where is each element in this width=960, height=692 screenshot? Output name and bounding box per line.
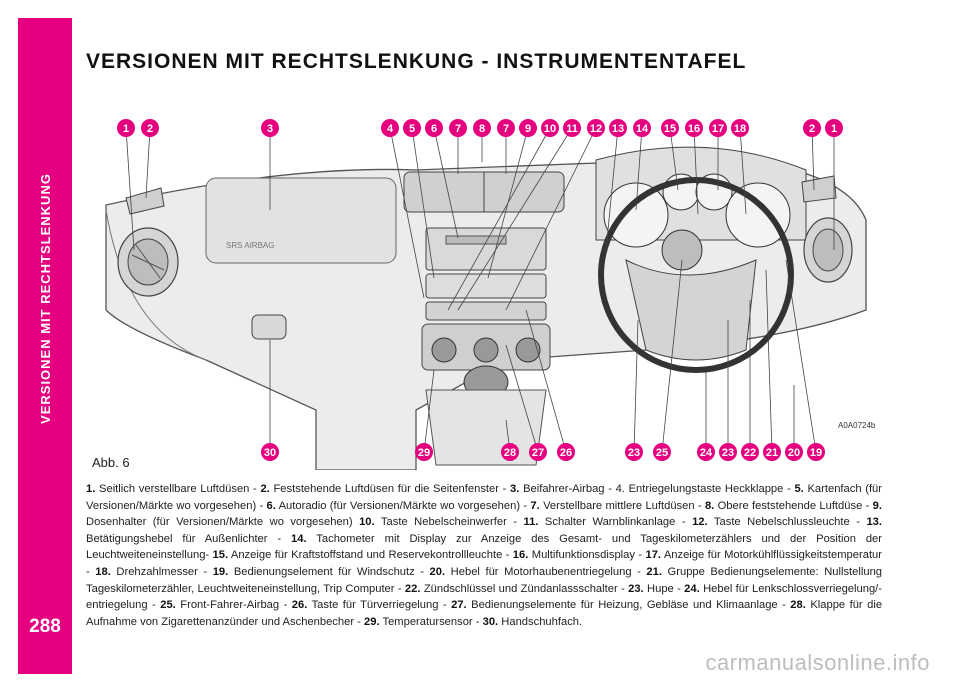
callout-label: 22 (744, 447, 756, 459)
callout-label: 1 (831, 123, 837, 135)
callout-marker (661, 119, 679, 137)
callout-label: 8 (479, 123, 485, 135)
chapter-title-text: VERSIONEN MIT RECHTSLENKUNG (37, 172, 53, 424)
callout-marker (763, 443, 781, 461)
callout-marker (741, 443, 759, 461)
speedometer (603, 182, 669, 248)
callout-label: 7 (503, 123, 509, 135)
callout-marker (709, 119, 727, 137)
passenger-airbag-panel (205, 177, 397, 264)
callout-label: 10 (544, 123, 556, 135)
callout-marker (519, 119, 537, 137)
callout-marker (473, 119, 491, 137)
callout-label: 5 (409, 123, 415, 135)
callout-marker (731, 119, 749, 137)
callout-marker (633, 119, 651, 137)
chapter-title: VERSIONEN MIT RECHTSLENKUNG (18, 18, 72, 578)
callout-marker (697, 443, 715, 461)
callout-marker (497, 119, 515, 137)
callout-marker (117, 119, 135, 137)
callout-label: 19 (810, 447, 822, 459)
glovebox-handle (251, 314, 287, 340)
airbag-label: SRS AIRBAG (226, 241, 274, 250)
callout-marker (685, 119, 703, 137)
callout-label: 15 (664, 123, 676, 135)
callout-label: 7 (455, 123, 461, 135)
callout-label: 28 (504, 447, 516, 459)
chapter-sidebar (18, 18, 72, 674)
callout-label: 17 (712, 123, 724, 135)
callout-marker (261, 119, 279, 137)
callout-marker (141, 119, 159, 137)
callout-label: 6 (431, 123, 437, 135)
callout-label: 24 (700, 447, 713, 459)
callout-label: 20 (788, 447, 800, 459)
callout-marker (563, 119, 581, 137)
callouts-top: 1 2 3 4 5 6 7 8 7 9 10 11 12 13 14 15 16… (117, 119, 843, 137)
callout-marker (415, 443, 433, 461)
figure-caption: 1. Seitlich verstellbare Luftdüsen - 2. … (86, 483, 883, 628)
steering-hub (661, 229, 703, 271)
callout-marker (803, 119, 821, 137)
callout-marker (807, 443, 825, 461)
callout-label: 12 (590, 123, 602, 135)
callout-marker (557, 443, 575, 461)
callouts-bottom: 30 29 28 27 26 23 25 24 23 22 21 20 19 (261, 443, 825, 461)
callout-label: 4 (387, 123, 394, 135)
callout-marker (625, 443, 643, 461)
callout-label: 30 (264, 447, 276, 459)
callout-marker (719, 443, 737, 461)
tachometer (725, 182, 791, 248)
callout-marker (381, 119, 399, 137)
callout-marker (609, 119, 627, 137)
switch-row (425, 301, 547, 321)
callout-label: 23 (722, 447, 734, 459)
callout-marker (425, 119, 443, 137)
callout-label: 1 (123, 123, 129, 135)
callout-marker (403, 119, 421, 137)
page-heading: VERSIONEN MIT RECHTSLENKUNG - INSTRUMENT… (86, 50, 747, 73)
figure-code: A0A0724b (838, 421, 876, 430)
callout-label: 3 (267, 123, 273, 135)
page-number: 288 (29, 616, 61, 637)
callout-label: 11 (566, 123, 578, 135)
callout-label: 21 (766, 447, 778, 459)
callout-marker (587, 119, 605, 137)
callout-label: 16 (688, 123, 700, 135)
callout-label: 25 (656, 447, 668, 459)
callout-label: 13 (612, 123, 624, 135)
callout-marker (501, 443, 519, 461)
callout-label: 2 (147, 123, 153, 135)
watermark: carmanualsonline.info (705, 650, 930, 675)
radio-unit (425, 227, 547, 271)
callout-marker (529, 443, 547, 461)
callout-label: 14 (636, 123, 649, 135)
callout-marker (653, 443, 671, 461)
callout-label: 2 (809, 123, 815, 135)
callout-marker (261, 443, 279, 461)
callout-label: 18 (734, 123, 746, 135)
callout-label: 9 (525, 123, 531, 135)
figure-label: Abb. 6 (92, 455, 130, 470)
dashboard-illustration: SRS AIRBAG (105, 119, 876, 470)
callout-marker (449, 119, 467, 137)
callout-label: 26 (560, 447, 572, 459)
callout-label: 23 (628, 447, 640, 459)
callout-marker (825, 119, 843, 137)
callout-label: 27 (532, 447, 544, 459)
callout-label: 29 (418, 447, 430, 459)
callout-marker (541, 119, 559, 137)
steering-wheel (598, 177, 794, 373)
callout-marker (785, 443, 803, 461)
